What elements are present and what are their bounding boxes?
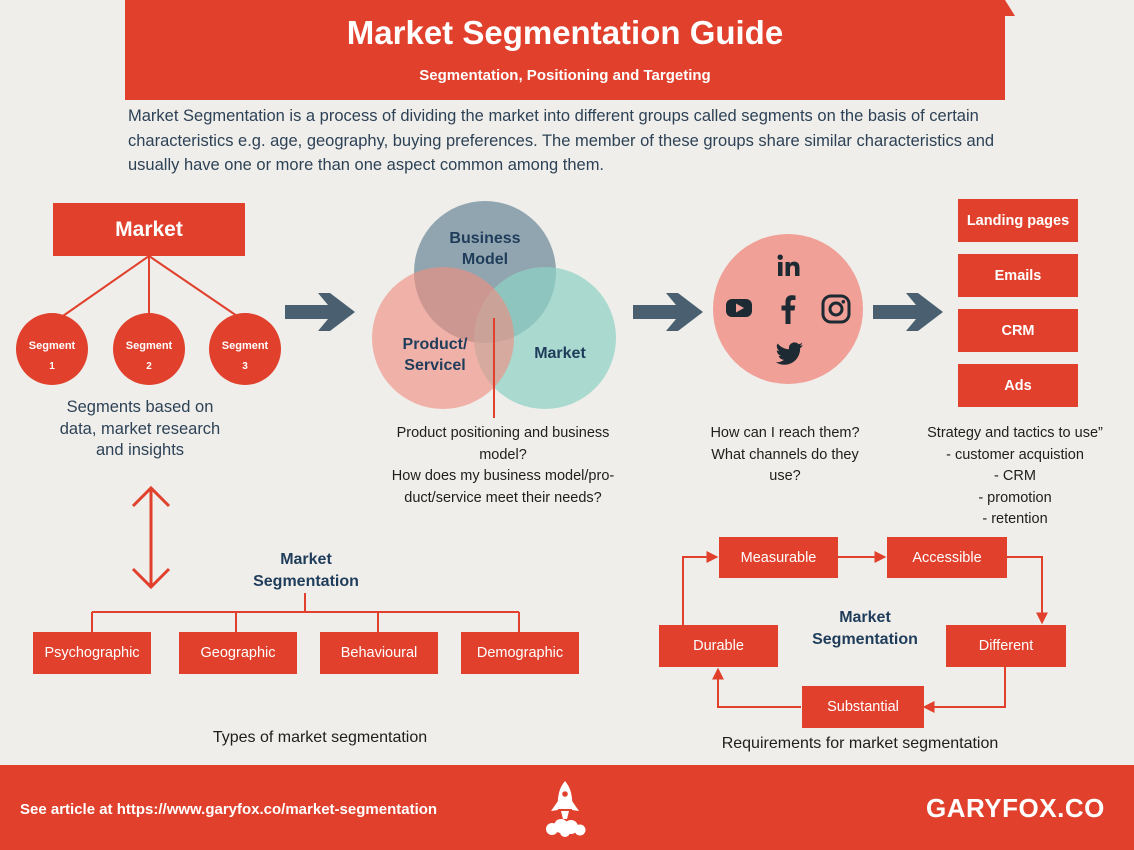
tactics-caption-line: Strategy and tactics to use” <box>927 425 1103 441</box>
venn-caption-line: Product positioning and business <box>396 425 610 441</box>
venn-caption-line: duct/service meet their needs? <box>404 489 602 506</box>
req-substantial: Substantial <box>802 686 924 728</box>
segment-3-number: 3 <box>242 361 248 372</box>
types-title-line: Segmentation <box>253 572 359 590</box>
req-durable: Durable <box>659 625 778 667</box>
tactics-caption-line: - customer acquistion <box>946 446 1084 463</box>
segments-caption-line: and insights <box>95 441 185 459</box>
tactics-caption-line: - CRM <box>994 468 1036 484</box>
tactic-landing-pages: Landing pages <box>958 199 1078 242</box>
youtube-icon <box>726 299 752 317</box>
tactic-emails: Emails <box>958 254 1078 297</box>
tactic-crm: CRM <box>958 309 1078 352</box>
banner-fold <box>1005 0 1015 16</box>
venn-caption: Product positioning and business model? … <box>378 423 628 509</box>
flow-arrow-2-icon <box>633 293 703 331</box>
requirements-title-line: Market <box>839 609 891 626</box>
twitter-icon <box>776 342 803 365</box>
tactics-caption: Strategy and tactics to use” - customer … <box>905 423 1125 531</box>
venn-product-line: Servicel <box>404 357 466 374</box>
venn-business-line: Business <box>449 230 521 247</box>
page-title: Market Segmentation Guide <box>346 14 784 51</box>
types-tree-lines <box>91 593 520 632</box>
double-arrow-icon <box>131 485 171 590</box>
venn-diagram <box>372 201 616 418</box>
channels-caption-line: What channels do they <box>711 446 859 463</box>
req-accessible: Accessible <box>887 537 1007 578</box>
types-title: Market Segmentation <box>230 549 382 592</box>
segment-1-label: Segment <box>28 340 76 352</box>
req-different: Different <box>946 625 1066 667</box>
channels-caption-line: use? <box>769 468 801 484</box>
rocket-icon <box>546 781 586 837</box>
type-behavioural: Behavioural <box>320 632 438 674</box>
segment-3-label: Segment <box>221 340 269 352</box>
market-tree-lines <box>59 255 241 319</box>
segment-1-circle: Segment 1 <box>16 313 88 385</box>
venn-business-line: Model <box>461 251 509 268</box>
flow-arrow-3-icon <box>873 293 943 331</box>
segment-2-number: 2 <box>146 361 152 372</box>
requirements-title: Market Segmentation <box>795 607 935 650</box>
types-title-line: Market <box>280 551 332 568</box>
venn-market-label: Market <box>534 345 586 362</box>
venn-caption-line: model? <box>479 446 527 463</box>
venn-product-label: Product/ Servicel <box>380 334 490 376</box>
facebook-icon <box>781 295 796 324</box>
venn-product-circle <box>372 267 514 409</box>
segments-caption: Segments based on data, market research … <box>30 397 250 462</box>
header-banner: Market Segmentation Guide Segmentation, … <box>125 0 1005 100</box>
requirements-title-line: Segmentation <box>812 630 918 648</box>
segment-3-circle: Segment 3 <box>209 313 281 385</box>
channels-caption: How can I reach them? What channels do t… <box>695 423 875 488</box>
type-demographic: Demographic <box>461 632 579 674</box>
type-psychographic: Psychographic <box>33 632 151 674</box>
footer-brand[interactable]: GARYFOX.CO <box>926 793 1105 823</box>
segments-caption-line: Segments based on <box>66 398 214 416</box>
venn-market-circle <box>474 267 616 409</box>
market-box: Market <box>53 203 245 256</box>
channels-caption-line: How can I reach them? <box>710 425 860 441</box>
venn-caption-line: How does my business model/pro- <box>391 468 615 484</box>
instagram-icon <box>821 294 851 324</box>
segment-1-number: 1 <box>49 361 55 372</box>
intro-paragraph: Market Segmentation is a process of divi… <box>128 107 995 174</box>
flow-arrow-1-icon <box>285 293 355 331</box>
linkedin-icon <box>777 254 800 276</box>
tactics-caption-line: - promotion <box>978 489 1052 506</box>
venn-business-label: Business Model <box>425 228 545 270</box>
requirements-cycle-arrows <box>682 551 1048 713</box>
channels-circle <box>713 234 863 384</box>
footer-article-link[interactable]: See article at https://www.garyfox.co/ma… <box>20 801 438 818</box>
segment-2-circle: Segment 2 <box>113 313 185 385</box>
type-geographic: Geographic <box>179 632 297 674</box>
req-measurable: Measurable <box>719 537 838 578</box>
segments-caption-line: data, market research <box>59 419 221 438</box>
venn-product-line: Product/ <box>402 336 468 353</box>
requirements-caption: Requirements for market segmentation <box>721 735 999 752</box>
segment-2-label: Segment <box>125 340 173 352</box>
page-subtitle: Segmentation, Positioning and Targeting <box>419 67 711 84</box>
tactic-ads: Ads <box>958 364 1078 407</box>
tactics-caption-line: - retention <box>982 511 1048 527</box>
types-caption: Types of market segmentation <box>212 729 428 746</box>
